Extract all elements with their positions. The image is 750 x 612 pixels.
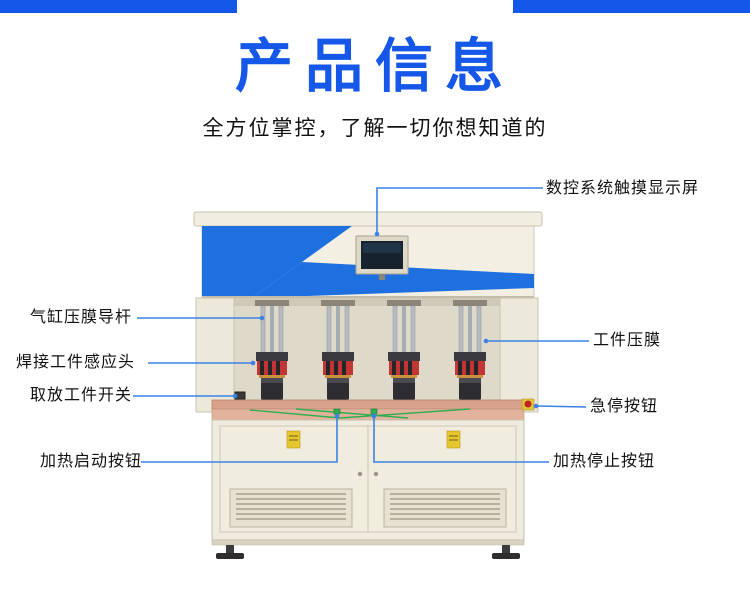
machine-column-right (499, 297, 539, 413)
top-accent-bar-right (513, 0, 750, 13)
callout-label-estop: 急停按钮 (590, 398, 659, 415)
callout-label-induction-head: 焊接工件感应头 (16, 354, 136, 371)
callout-line-touch-screen (376, 187, 543, 233)
callout-lines (133, 187, 589, 463)
machine-foot-right (492, 545, 520, 559)
callout-line-heat-start (141, 416, 338, 463)
callout-label-guide-rod: 气缸压膜导杆 (30, 309, 133, 326)
callout-endpoints (232, 231, 539, 419)
machine-back-shadow (234, 298, 500, 306)
heat-stop-indicator (370, 408, 378, 415)
emergency-stop-button (521, 398, 535, 411)
vent-grille-left (229, 488, 353, 528)
machine-column-left (195, 297, 235, 413)
callout-label-switch: 取放工件开关 (30, 387, 133, 404)
touch-screen (355, 235, 409, 280)
heat-start-indicator (333, 408, 341, 415)
page-subtitle: 全方位掌控，了解一切你想知道的 (202, 117, 548, 140)
callout-label-touch-screen: 数控系统触摸显示屏 (546, 180, 700, 197)
door-lock-left (357, 471, 363, 477)
door-lock-right (373, 471, 379, 477)
callout-line-heat-stop (373, 416, 549, 463)
callout-line-estop (536, 405, 587, 408)
machine-foot-left (216, 545, 244, 559)
vent-grille-right (383, 488, 507, 528)
callout-label-film: 工件压膜 (593, 332, 662, 349)
warning-label-right (446, 430, 461, 449)
callout-label-heat-stop: 加热停止按钮 (553, 453, 656, 470)
warning-label-left (286, 430, 301, 449)
page-title: 产品信息 (234, 34, 515, 99)
work-table (211, 399, 525, 421)
top-accent-bar-left (0, 0, 237, 13)
lower-cabinet (211, 419, 525, 546)
callout-label-heat-start: 加热启动按钮 (40, 453, 143, 470)
